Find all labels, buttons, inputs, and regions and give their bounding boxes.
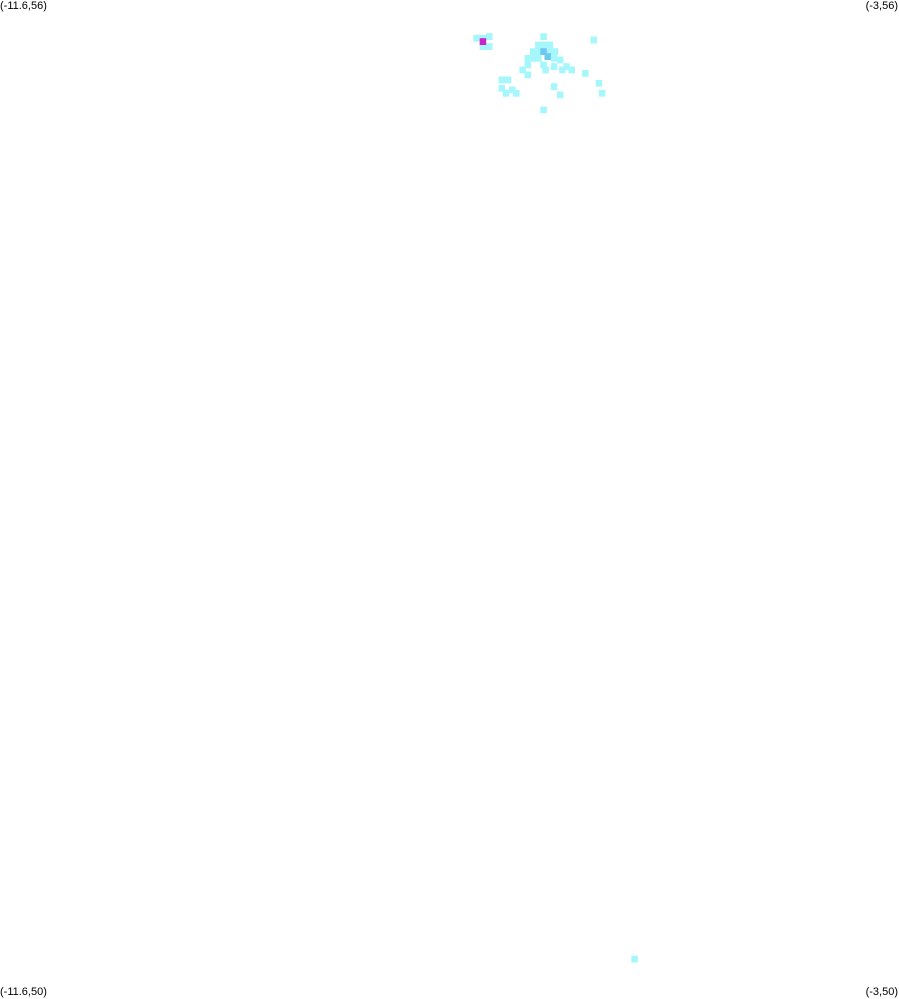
density-cell-medium xyxy=(544,53,551,60)
density-cell-low xyxy=(551,48,559,55)
density-cell-low xyxy=(524,54,532,62)
density-cell-low xyxy=(535,48,542,55)
density-cell-low xyxy=(524,61,532,69)
corner-label-bottom-right: (-3,50) xyxy=(865,986,898,998)
density-cell-low xyxy=(540,61,547,69)
density-cell-medium xyxy=(540,48,547,55)
density-cell-low xyxy=(486,43,493,50)
density-cell-low xyxy=(540,106,547,114)
density-cell-low xyxy=(529,54,537,62)
density-cell-low xyxy=(582,69,589,77)
density-cell-low xyxy=(535,41,542,49)
density-cell-low xyxy=(502,89,510,97)
density-cell-low xyxy=(498,84,505,92)
density-cell-low xyxy=(568,66,575,74)
corner-label-top-right: (-3,56) xyxy=(865,0,898,12)
density-cell-low xyxy=(563,63,570,70)
density-cell-low xyxy=(509,86,516,94)
density-cell-low xyxy=(546,48,554,55)
density-cell-low xyxy=(546,41,554,49)
density-cell-low xyxy=(550,63,558,70)
density-cell-low xyxy=(557,91,564,99)
density-cell-low xyxy=(559,66,566,74)
density-cell-low xyxy=(535,54,542,62)
density-cell-low xyxy=(519,66,526,74)
density-cell-low xyxy=(595,79,603,87)
density-cell-low xyxy=(542,66,549,74)
density-cell-low xyxy=(557,56,564,64)
density-cell-low xyxy=(479,43,487,50)
density-cell-low xyxy=(513,89,520,97)
density-cell-low xyxy=(529,48,537,55)
density-cell-low xyxy=(598,89,606,97)
corner-label-top-left: (-11.6,56) xyxy=(0,0,47,12)
density-cell-low xyxy=(498,76,505,84)
density-cell-low xyxy=(540,33,547,40)
density-cell-low xyxy=(550,54,558,62)
density-cell-low xyxy=(473,34,480,42)
density-cell-low xyxy=(540,41,547,49)
density-cell-low xyxy=(631,955,638,963)
density-cell-low xyxy=(590,36,597,44)
corner-label-bottom-left: (-11.6,50) xyxy=(0,986,47,998)
density-cell-high xyxy=(479,38,487,45)
density-cell-low xyxy=(524,71,532,79)
density-cell-low xyxy=(504,76,512,84)
density-cell-low xyxy=(486,33,493,40)
density-cell-low xyxy=(550,83,558,90)
